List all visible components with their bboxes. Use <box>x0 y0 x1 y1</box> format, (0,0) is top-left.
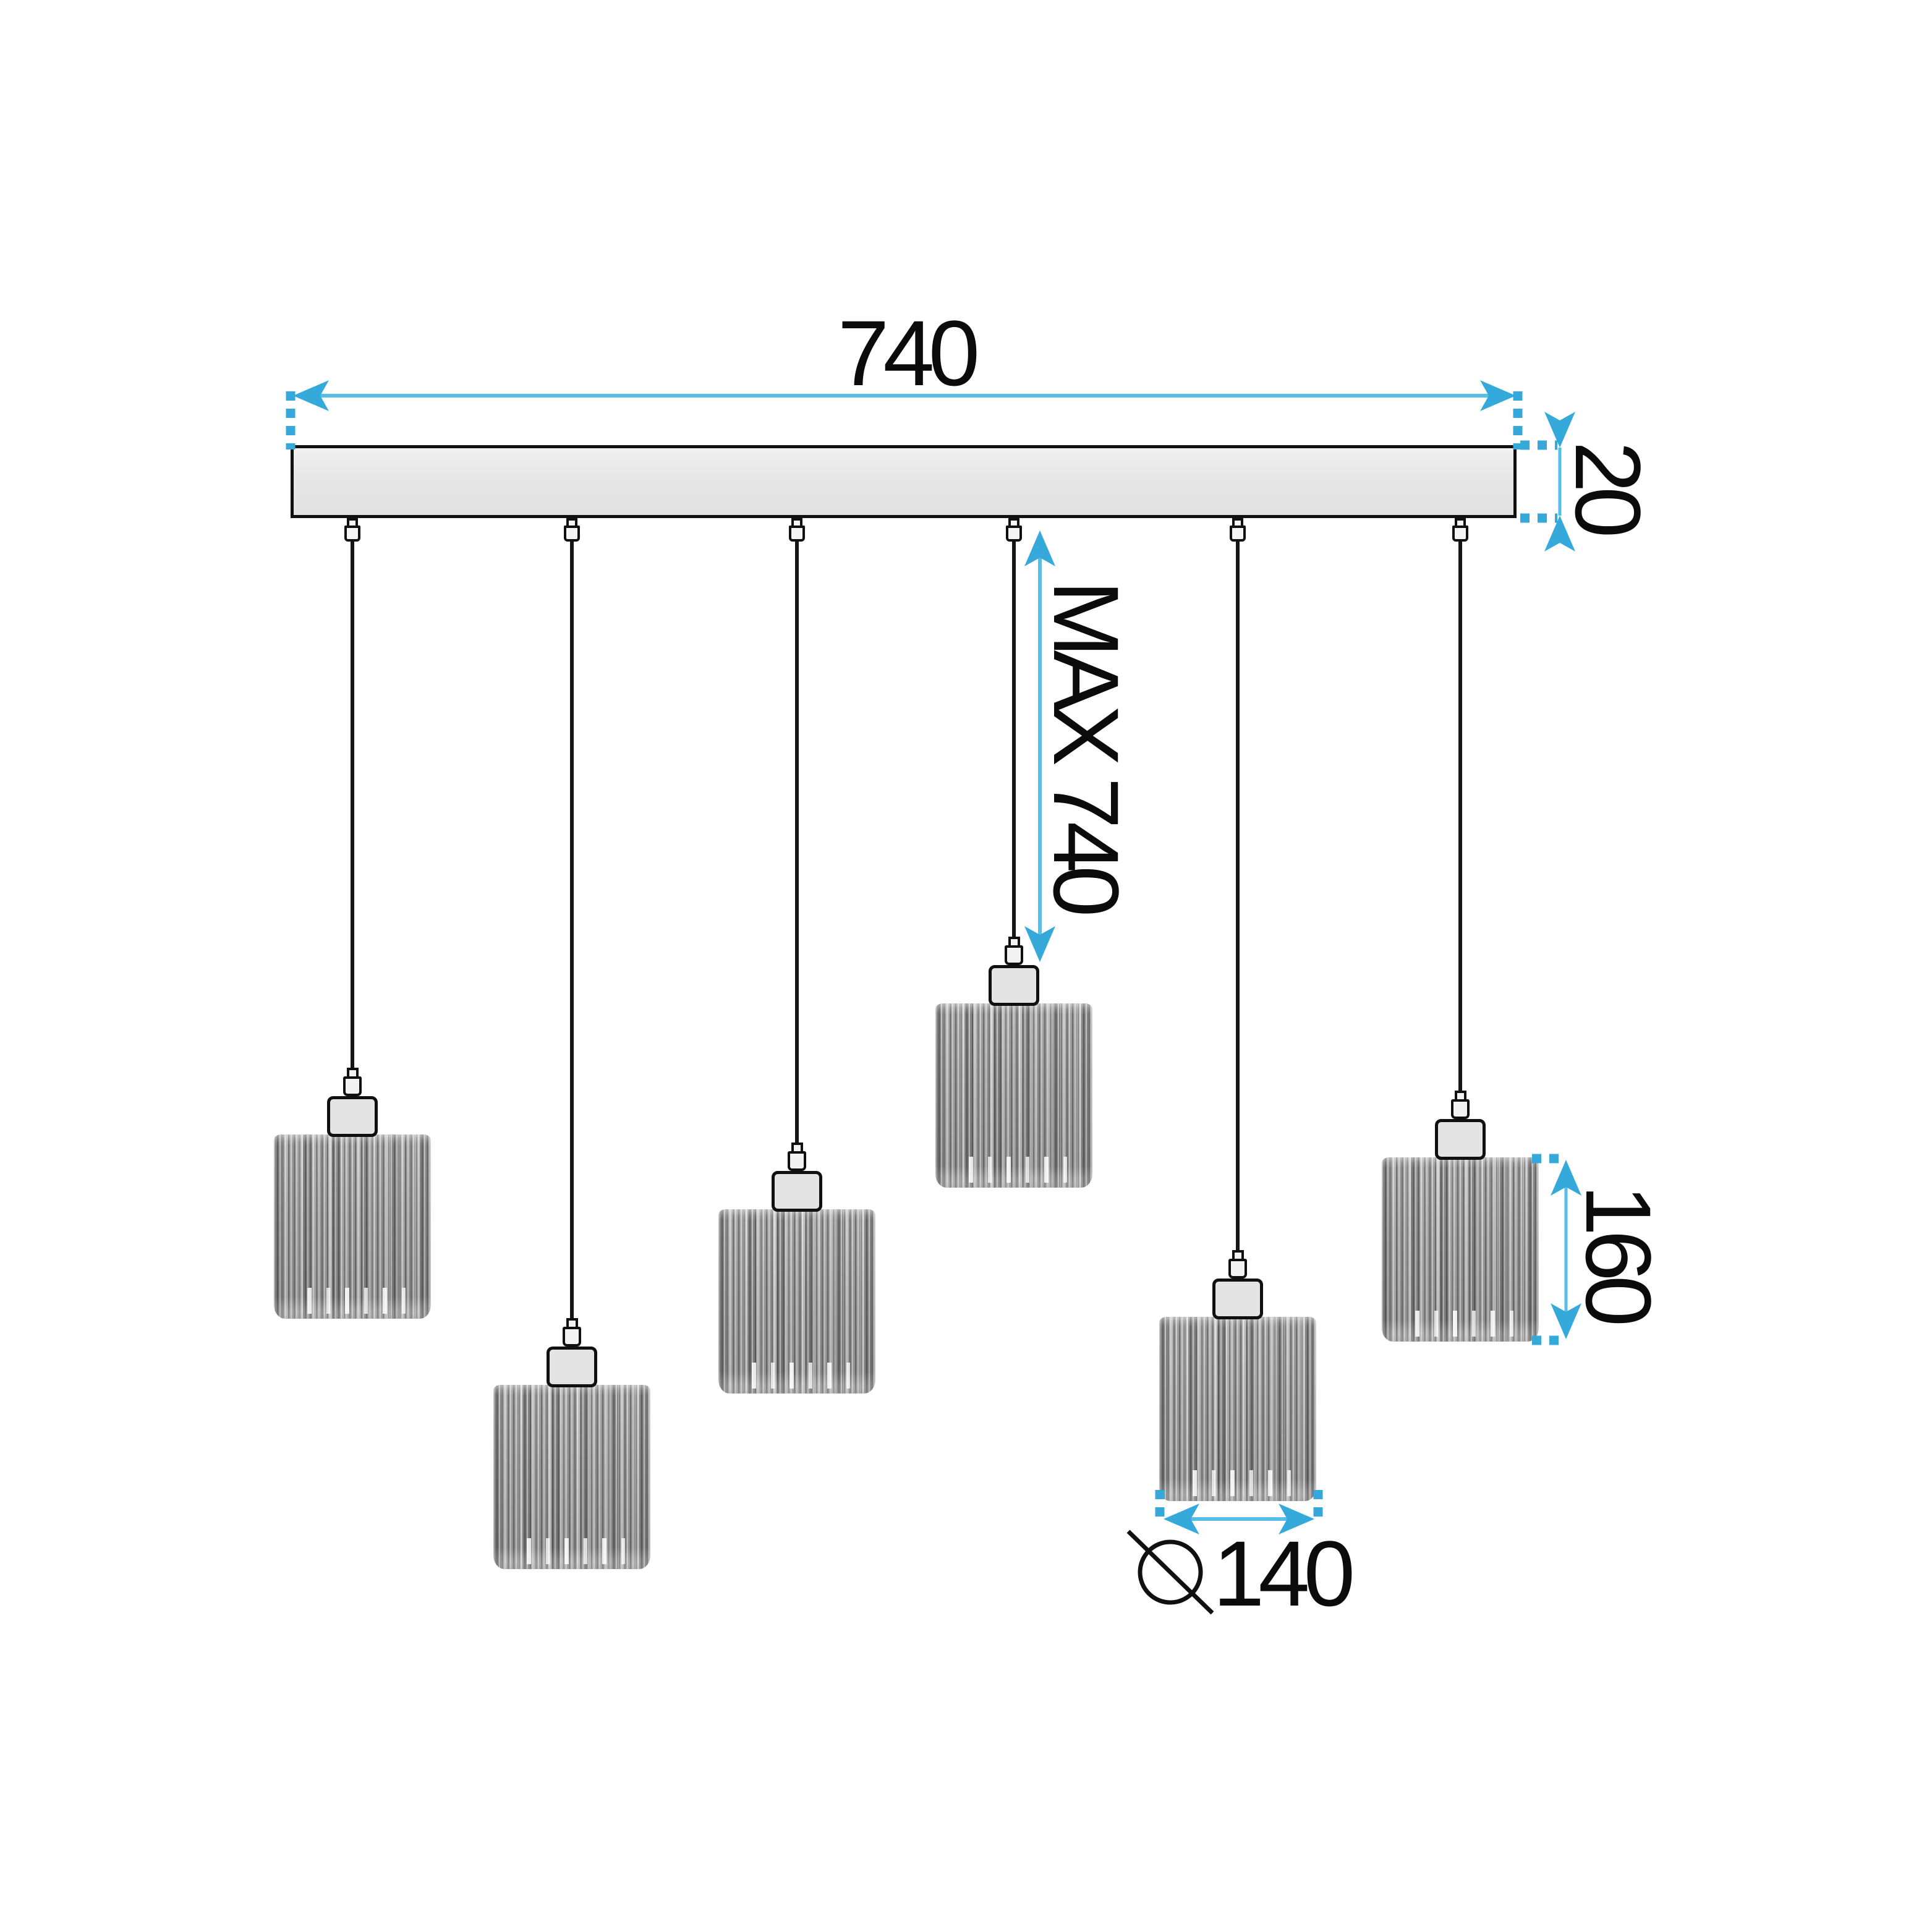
fitting-tube <box>1232 518 1243 526</box>
grip-tube <box>791 1143 803 1151</box>
fitting-collar <box>1452 526 1468 542</box>
fitting-tube <box>1455 518 1466 526</box>
lamp-shade <box>1382 1157 1539 1342</box>
cord <box>570 542 574 1327</box>
fitting-tube <box>791 518 802 526</box>
shade-slots <box>737 1363 857 1389</box>
lamp-shade <box>935 1003 1092 1188</box>
grip-collar <box>1451 1099 1470 1119</box>
socket-cover <box>1212 1279 1263 1319</box>
shade-slots <box>1400 1311 1520 1337</box>
dim-label-shade-height: 160 <box>1567 1184 1670 1321</box>
grip-tube <box>1232 1250 1244 1259</box>
cord-fitting <box>344 518 360 542</box>
cord-grip <box>1450 1091 1470 1119</box>
cord-fitting <box>564 518 580 542</box>
fitting-collar <box>1006 526 1022 542</box>
grip-collar <box>1228 1259 1247 1279</box>
shade-slots <box>292 1288 412 1314</box>
cord <box>351 542 354 1071</box>
arrowhead-left-icon <box>293 380 329 411</box>
cord-grip <box>1004 937 1024 965</box>
fitting-collar <box>564 526 580 542</box>
shade-slots <box>512 1538 632 1564</box>
socket-cover <box>327 1096 378 1137</box>
grip-tube <box>346 1068 359 1076</box>
arrowhead-down-icon <box>1024 926 1055 962</box>
fitting-tube <box>347 518 358 526</box>
arrowhead-up-icon <box>1024 530 1055 566</box>
dim-label-max-drop: MAX 740 <box>1034 580 1138 910</box>
socket-cover <box>772 1171 822 1212</box>
cord-grip <box>787 1143 807 1171</box>
cord-fitting <box>789 518 805 542</box>
fitting-tube <box>1008 518 1019 526</box>
cord <box>1236 542 1240 1254</box>
fitting-collar <box>789 526 805 542</box>
fitting-collar <box>1230 526 1246 542</box>
grip-tube <box>566 1318 578 1327</box>
shade-slots <box>1178 1470 1298 1496</box>
arrowhead-left-icon <box>1164 1504 1199 1534</box>
grip-collar <box>343 1076 362 1096</box>
cord <box>1458 542 1462 1094</box>
cord <box>1012 542 1016 940</box>
socket-cover <box>989 965 1039 1006</box>
cord-fitting <box>1452 518 1468 542</box>
fitting-tube <box>566 518 577 526</box>
shade-slots <box>954 1157 1074 1183</box>
grip-collar <box>563 1327 581 1347</box>
cord-fitting <box>1006 518 1022 542</box>
socket-cover <box>1435 1119 1486 1160</box>
cord <box>795 542 799 1146</box>
lamp-shade <box>1159 1317 1316 1501</box>
cord-fitting <box>1230 518 1246 542</box>
dim-label-bar-width: 740 <box>837 301 980 405</box>
grip-tube <box>1454 1091 1466 1099</box>
fitting-collar <box>344 526 360 542</box>
lamp-shade <box>493 1385 650 1569</box>
diameter-icon <box>1126 1530 1214 1615</box>
dim-label-shade-diameter: 140 <box>1212 1521 1355 1625</box>
lamp-shade <box>274 1134 431 1319</box>
arrowhead-right-icon <box>1480 380 1516 411</box>
lamp-shade <box>718 1209 875 1394</box>
cord-grip <box>562 1318 582 1347</box>
socket-cover <box>547 1347 597 1387</box>
grip-collar <box>1005 945 1023 965</box>
ceiling-bar <box>291 445 1517 518</box>
cord-grip <box>1228 1250 1248 1279</box>
grip-tube <box>1008 937 1020 945</box>
dim-label-bar-thickness: 20 <box>1556 441 1660 532</box>
grip-collar <box>788 1151 806 1171</box>
cord-grip <box>343 1068 362 1096</box>
